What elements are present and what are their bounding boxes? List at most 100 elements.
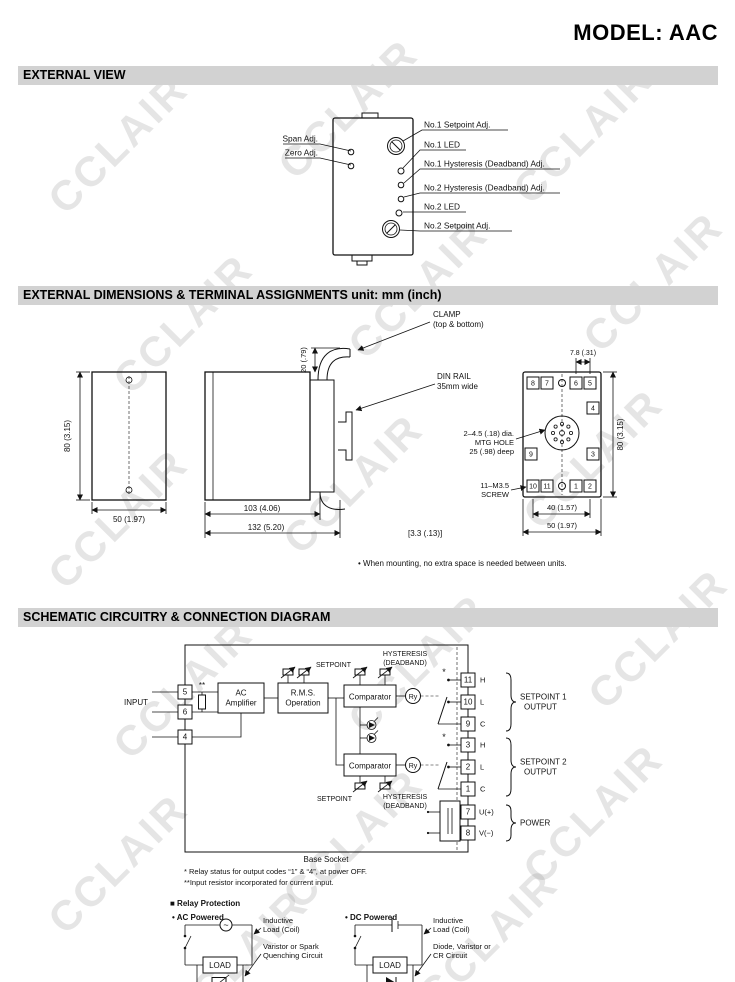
terminal-3: 3 [466,741,471,750]
clamp-bottom-icon [319,491,346,510]
zero-adj-pot-icon [347,162,355,170]
contact-l1: L [480,698,484,707]
ac-suppressor-label-1: Varistor or Spark [263,942,319,951]
dc-powered-label: • DC Powered [345,913,397,922]
footnote-2: **Input resistor incorporated for curren… [184,878,334,887]
terminal-7: 7 [466,808,471,817]
terminal-9: 9 [466,720,471,729]
input-label: INPUT [124,698,148,707]
terminal-9: 9 [529,452,533,459]
terminal-1: 1 [466,785,471,794]
terminal-pitch-dim: 7.8 (.31) [570,350,596,357]
ac-suppressor-label-2: Quenching Circuit [263,951,324,960]
varistor-icon [211,977,227,982]
clamp-label-1: CLAMP [433,310,461,319]
total-depth-dim: 132 (5.20) [248,523,285,532]
section-header-dimensions: EXTERNAL DIMENSIONS & TERMINAL ASSIGNMEN… [18,286,718,305]
ac-amplifier-block [217,682,265,714]
mtg-hole-label-2: MTG HOLE [475,438,514,447]
side-view-drawing: 20 (.79) CLAMP (top & bottom) DIN RAIL 3… [204,310,484,538]
contact-l2: L [480,763,484,772]
rms-label-1: R.M.S. [291,689,315,698]
terminal-5: 5 [588,381,592,388]
setpoint1-screw-icon [387,137,405,155]
u-plus-label: U(+) [479,808,494,817]
rail-offset-dim: [3.3 (.13)] [408,529,442,538]
hysteresis2-pot-icon [397,195,405,203]
front-view-drawing: 80 (3.15) 50 (1.97) [63,371,167,524]
no2-led-label: No.2 LED [424,202,460,212]
setpoint2-output-label-1: SETPOINT 2 [520,758,567,767]
rms-operation-block [277,682,329,714]
screw-label-1: 11–M3.5 [480,481,509,490]
zero-adj-label: Zero Adj. [285,148,318,158]
setpoint1-pots: SETPOINT HYSTERESIS (DEADBAND) [316,651,427,685]
hysteresis-bottom-label-2: (DEADBAND) [383,803,427,810]
no1-hysteresis-label: No.1 Hysteresis (Deadband) Adj. [424,159,545,169]
power-label: POWER [520,819,550,828]
mtg-hole-bottom [558,482,566,490]
terminal-11: 11 [543,484,550,491]
terminal-6: 6 [183,708,188,717]
input-resistor-icon [198,694,206,710]
section-header-schematic: SCHEMATIC CIRCUITRY & CONNECTION DIAGRAM [18,608,718,627]
terminal-5: 5 [183,688,188,697]
socket-height-dim: 80 (3.15) [616,418,625,450]
terminal-8: 8 [466,829,471,838]
mounting-note: • When mounting, no extra space is neede… [358,559,567,568]
dimensions-diagram: 80 (3.15) 50 (1.97) 20 (.79) CLAMP (top … [63,310,625,568]
dc-load-label: LOAD [379,961,401,970]
clamp-label-2: (top & bottom) [433,320,484,329]
ac-source-icon [219,918,233,932]
relay-protection-title: ■ Relay Protection [170,899,240,908]
setpoint1-output-label-1: SETPOINT 1 [520,693,567,702]
terminal-1: 1 [574,484,578,491]
terminal-4: 4 [591,406,595,413]
ac-powered-label: • AC Powered [172,913,224,922]
terminal-6: 6 [574,381,578,388]
base-socket-label: Base Socket [304,855,350,864]
body-depth-dim: 103 (4.06) [244,504,281,513]
hysteresis1-pot-icon [397,181,405,189]
no1-led-label: No.1 LED [424,140,460,150]
section-header-external-view: EXTERNAL VIEW [18,66,718,85]
device-outline [184,644,469,853]
relay1-contacts: * [437,667,461,725]
terminal-7: 7 [545,381,549,388]
hysteresis-top-label-2: (DEADBAND) [383,660,427,667]
mtg-hole-label-1: 2–4.5 (.18) dia. [464,429,514,438]
ac-powered-circuit: ~ LOAD Inductive Load (Coil) Varistor or… [183,916,324,982]
mtg-hole-top [558,379,566,387]
power-transformer [426,800,461,842]
contact-h2: H [480,741,485,750]
ac-inductive-label-2: Load (Coil) [263,925,300,934]
terminal-8: 8 [531,381,535,388]
dc-powered-circuit: LOAD Inductive Load (Coil) Diode, Varist… [353,916,491,982]
terminal-10: 10 [464,698,473,707]
span-adj-label: Span Adj. [282,134,318,144]
no2-setpoint-label: No.2 Setpoint Adj. [424,221,490,231]
clamp-top-icon [317,347,351,381]
comparator1-label: Comparator [349,693,392,702]
no2-hysteresis-label: No.2 Hysteresis (Deadband) Adj. [424,183,545,193]
setpoint-bottom-label: SETPOINT [317,796,353,803]
ac-amplifier-label-1: AC [235,689,246,698]
hysteresis-bottom-label-1: HYSTERESIS [383,794,428,801]
zero-span-pots [280,666,312,683]
relay2-label: Ry [409,763,418,770]
terminal-2: 2 [466,763,471,772]
dc-suppressor-label-2: CR Circuit [433,951,468,960]
output-terminals: 11 10 9 3 2 1 7 8 [460,672,476,841]
output-labels: H L C H L C U(+) V(−) SETPOINT 1 OUTPUT … [479,672,567,842]
led2-icon [395,209,403,217]
contact-c2: C [480,785,486,794]
span-adj-pot-icon [347,148,355,156]
setpoint-top-label: SETPOINT [316,662,352,669]
led1-icon [397,167,405,175]
ac-load-label: LOAD [209,961,231,970]
socket-view-drawing: 8 7 6 5 4 3 9 10 11 1 2 [464,350,625,536]
ac-source-symbol: ~ [223,920,228,930]
terminal-10: 10 [529,484,537,491]
setpoint2-pots: SETPOINT HYSTERESIS (DEADBAND) [317,776,428,810]
